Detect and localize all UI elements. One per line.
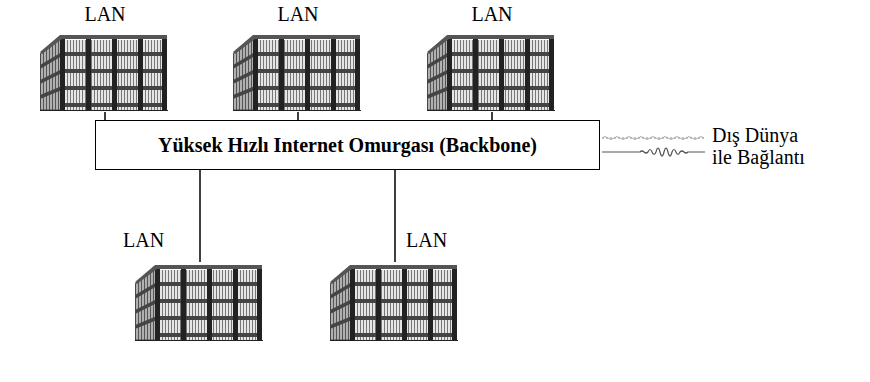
lan-label: LAN: [84, 2, 125, 26]
signal-wave: [602, 148, 705, 156]
lan-label: LAN: [123, 228, 164, 252]
building-icon: [135, 265, 263, 341]
network-link: [104, 112, 106, 120]
signal-line: [602, 137, 705, 138]
lan-label: LAN: [277, 2, 318, 26]
backbone-box: Yüksek Hızlı Internet Omurgası (Backbone…: [95, 120, 600, 170]
network-link: [491, 112, 493, 120]
lan-building: LAN: [40, 32, 170, 112]
lan-building: LAN: [135, 262, 265, 342]
lan-building: LAN: [233, 32, 363, 112]
network-link: [394, 170, 396, 262]
lan-building: LAN: [330, 262, 460, 342]
signal-wave: [602, 137, 704, 140]
lan-building: LAN: [427, 32, 557, 112]
backbone-title: Yüksek Hızlı Internet Omurgası (Backbone…: [146, 134, 549, 157]
external-link-label: Dış Dünya ile Bağlantı: [712, 124, 812, 168]
building-icon: [330, 265, 458, 341]
lan-label: LAN: [406, 228, 447, 252]
network-link: [199, 170, 201, 262]
lan-label: LAN: [471, 2, 512, 26]
network-link: [297, 112, 299, 120]
building-icon: [40, 35, 168, 111]
building-icon: [233, 35, 361, 111]
building-icon: [427, 35, 555, 111]
